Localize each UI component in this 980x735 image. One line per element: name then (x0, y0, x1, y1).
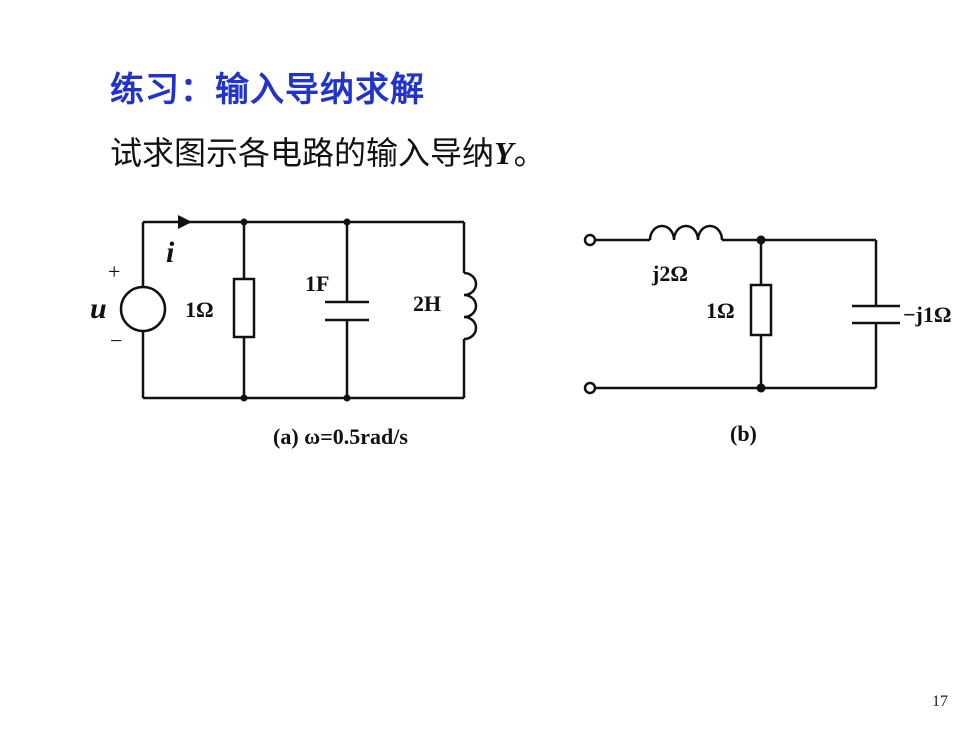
a-inductor-label: 2H (413, 291, 441, 316)
b-caption: (b) (730, 421, 757, 446)
slide-title: 练习：输入导纳求解 (110, 70, 425, 110)
circuit-a (119, 215, 478, 402)
current-arrow-icon (178, 215, 192, 229)
a-caption: (a) ω=0.5rad/s (273, 424, 408, 449)
source-label: u (90, 292, 107, 325)
b-inductor-icon (648, 224, 724, 241)
voltage-source-icon (119, 285, 167, 333)
a-resistor-label: 1Ω (185, 297, 214, 322)
a-node (343, 218, 351, 226)
question-body: 试求图示各电路的输入导纳 (110, 134, 495, 172)
question-end: 。 (513, 134, 546, 172)
b-terminal-top (583, 233, 597, 247)
question-variable: Y (494, 135, 514, 171)
b-capacitor-label: −j1Ω (903, 302, 951, 327)
b-resistor-label: 1Ω (706, 298, 735, 323)
page-number: 17 (932, 693, 948, 710)
circuit-b (583, 224, 900, 395)
b-node (756, 235, 766, 245)
minus-sign: − (110, 328, 122, 353)
b-inductor-label: j2Ω (651, 261, 688, 286)
a-resistor-icon (232, 277, 256, 339)
current-label: i (166, 236, 175, 269)
plus-sign: + (108, 259, 120, 284)
b-resistor-icon (749, 283, 773, 337)
question-text: 试求图示各电路的输入导纳Y。 (110, 128, 546, 174)
a-node (240, 218, 248, 226)
b-terminal-bottom (583, 381, 597, 395)
a-node (343, 394, 351, 402)
a-node (240, 394, 248, 402)
a-inductor-icon (463, 271, 478, 341)
a-capacitor-label: 1F (305, 271, 329, 296)
b-node (756, 383, 766, 393)
